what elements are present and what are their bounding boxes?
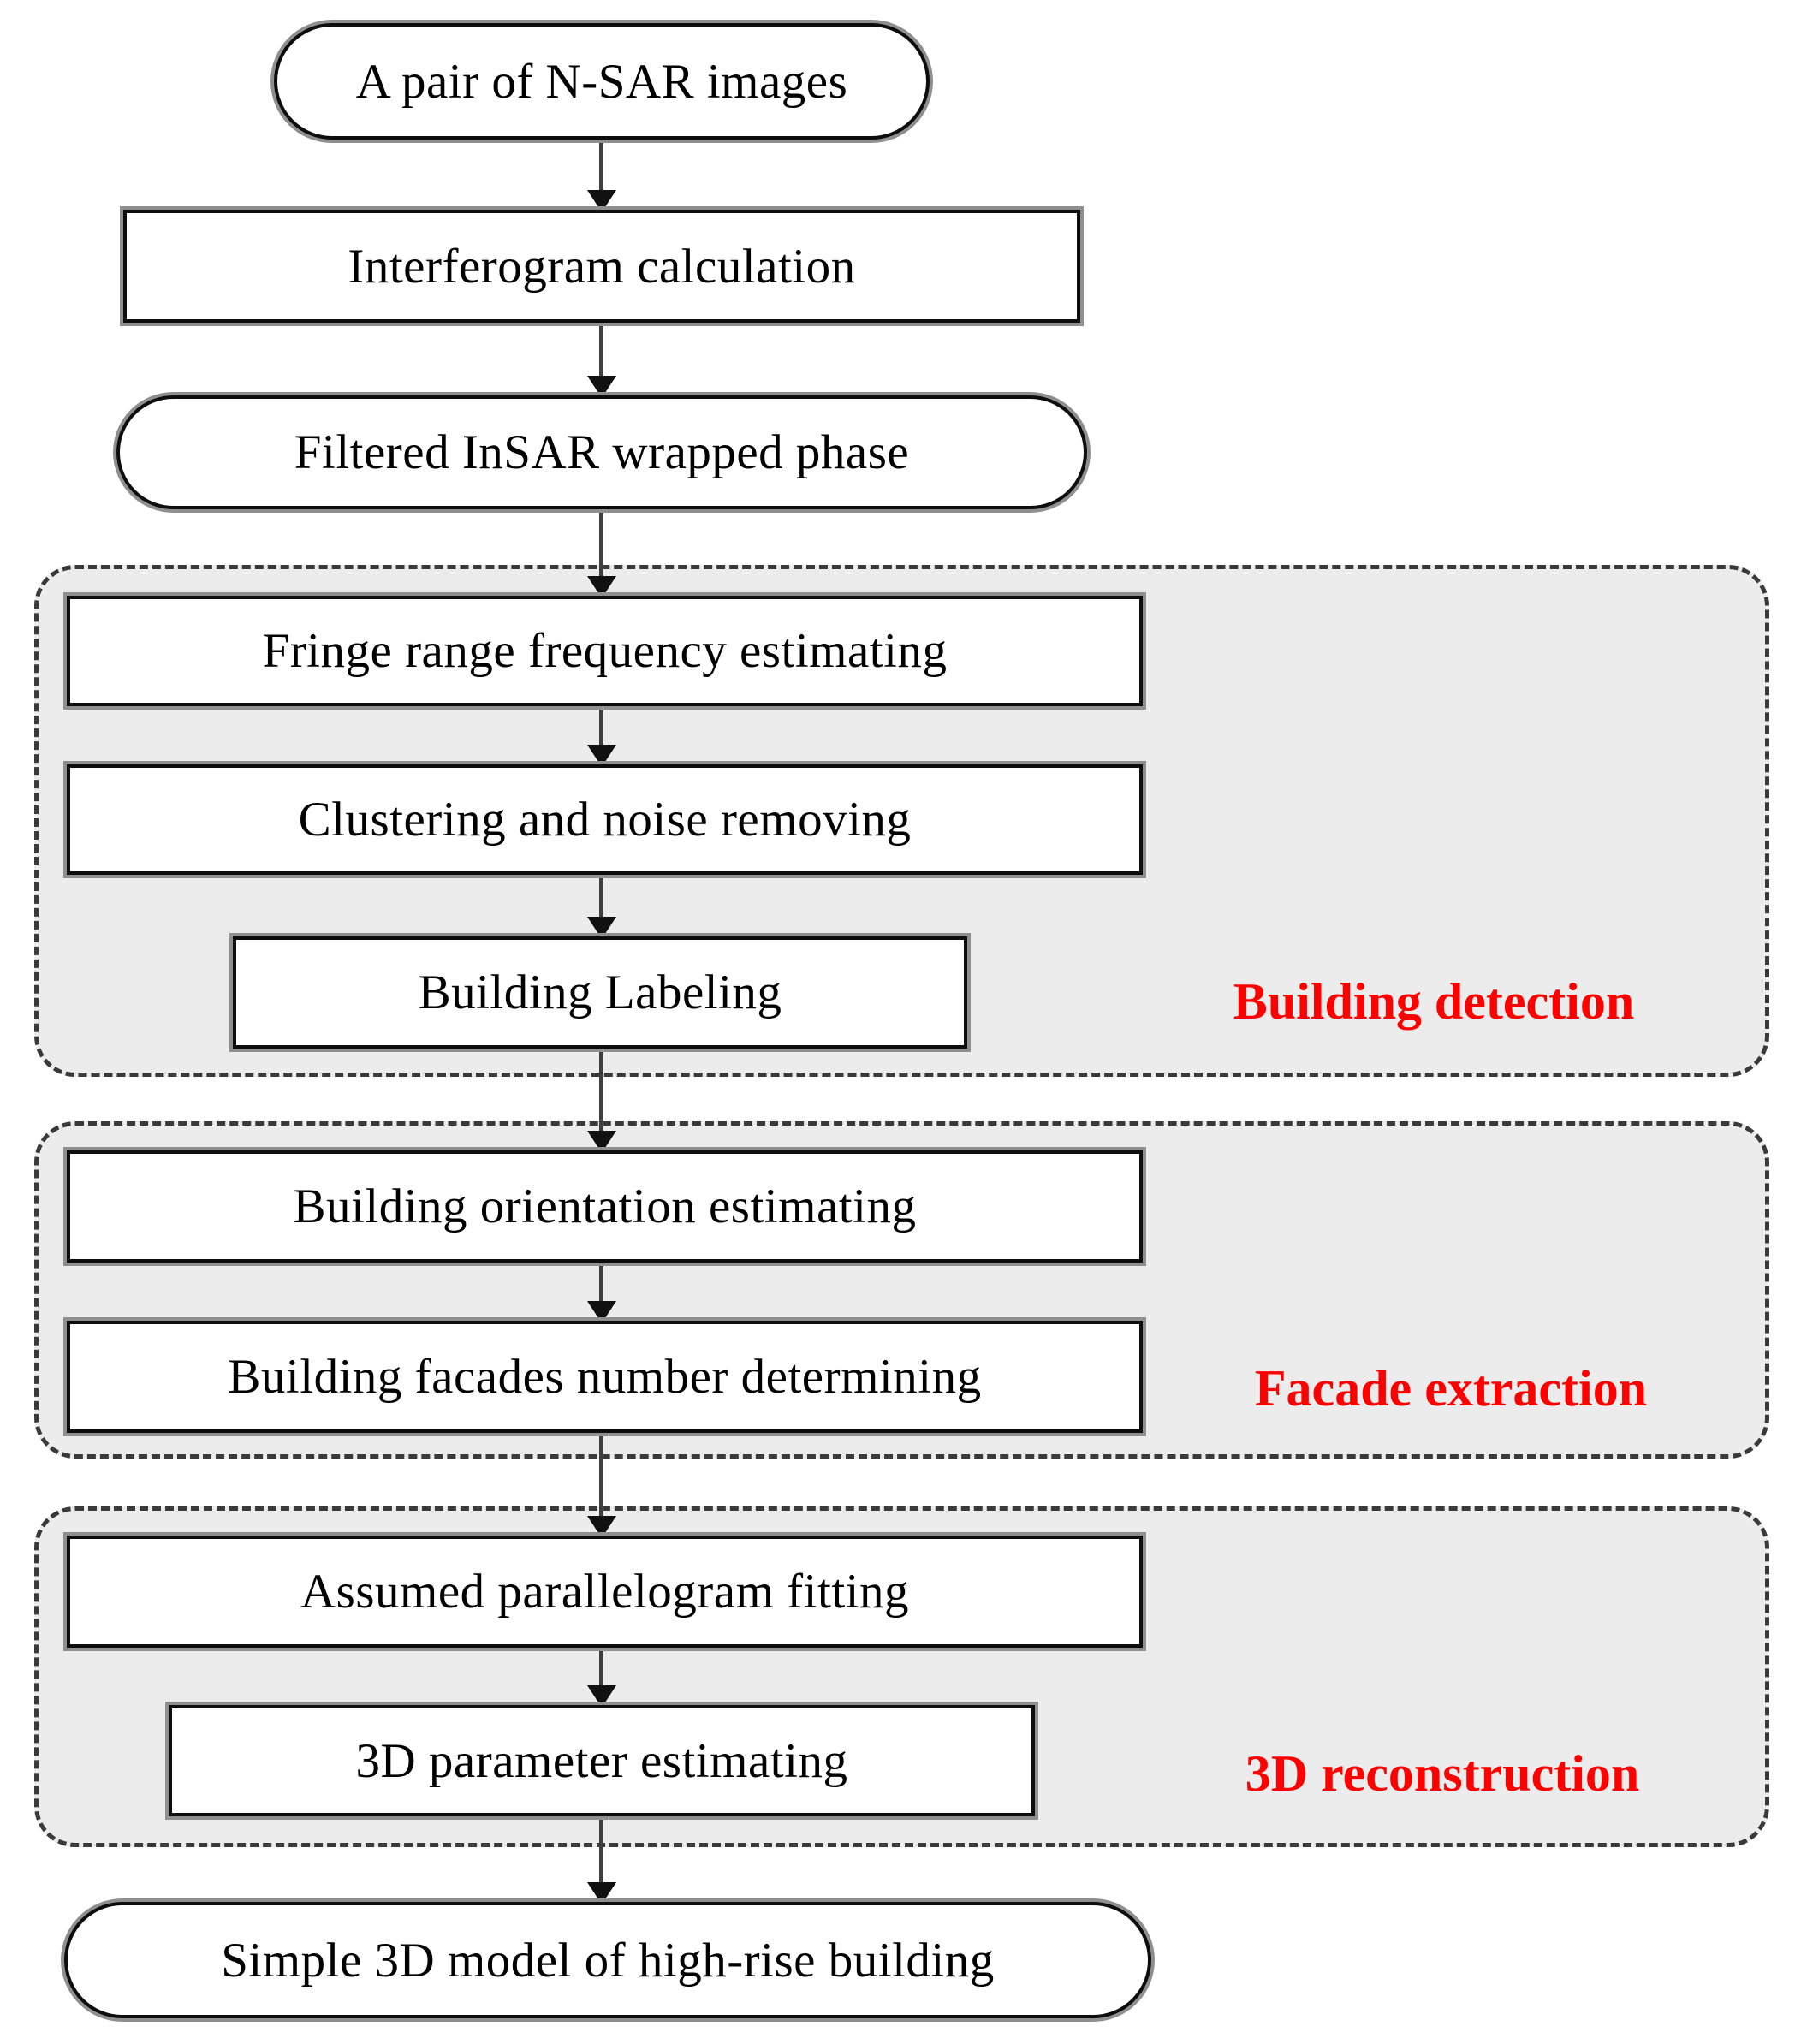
node-facades-number-determining: Building facades number determining <box>67 1321 1143 1433</box>
node-building-orientation-estimating: Building orientation estimating <box>67 1150 1143 1263</box>
stage-label-facade-extraction: Facade extraction <box>1254 1360 1648 1417</box>
flow-arrow <box>599 1648 603 1686</box>
flow-arrow <box>599 139 603 191</box>
node-input-images: A pair of N-SAR images <box>274 23 930 140</box>
flow-arrow <box>599 1263 603 1302</box>
flow-arrow <box>599 1049 603 1132</box>
node-interferogram-calculation: Interferogram calculation <box>123 210 1080 323</box>
node-filtered-wrapped-phase: Filtered InSAR wrapped phase <box>116 395 1087 509</box>
flow-arrow <box>599 706 603 746</box>
node-parallelogram-fitting: Assumed parallelogram fitting <box>67 1536 1143 1648</box>
node-clustering-noise-removing: Clustering and noise removing <box>67 764 1143 875</box>
flow-arrow <box>599 1433 603 1517</box>
node-output-3d-model: Simple 3D model of high-rise building <box>64 1902 1151 2018</box>
flow-arrow <box>599 509 603 577</box>
flow-arrow <box>599 875 603 918</box>
stage-label-building-detection: Building detection <box>1233 973 1635 1030</box>
flow-arrow <box>599 1816 603 1883</box>
node-fringe-frequency-estimating: Fringe range frequency estimating <box>67 596 1143 706</box>
node-3d-parameter-estimating: 3D parameter estimating <box>169 1705 1035 1816</box>
flow-arrow <box>599 323 603 377</box>
stage-label-3d-reconstruction: 3D reconstruction <box>1245 1745 1640 1802</box>
node-building-labeling: Building Labeling <box>233 936 967 1049</box>
